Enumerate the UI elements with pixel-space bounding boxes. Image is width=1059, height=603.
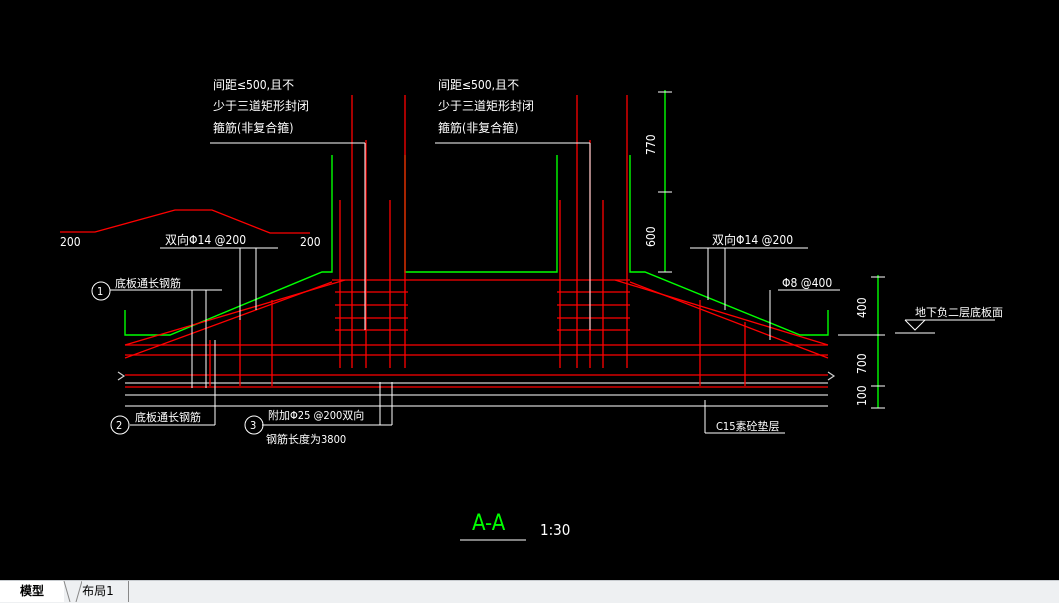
dim-700: 700 — [855, 353, 869, 374]
dim-100: 100 — [855, 385, 869, 406]
marker-3: 3 — [250, 419, 256, 432]
slab-lines — [117, 371, 836, 407]
label-3-line2: 钢筋长度为3800 — [266, 432, 346, 446]
stirrup-note-right-1: 间距≤500,且不 — [438, 78, 519, 92]
dim-600: 600 — [644, 226, 658, 247]
marker-circle-1 — [91, 281, 111, 301]
center-pit-outline — [404, 155, 558, 273]
tab-layout1[interactable]: 布局1 — [68, 581, 129, 602]
section-drawing: 间距≤500,且不 少于三道矩形封闭 箍筋(非复合箍) 间距≤500,且不 少于… — [60, 78, 1003, 541]
left-pit-outline — [124, 155, 333, 336]
right-pit-outline — [629, 155, 829, 336]
label-2-text: 底板通长钢筋 — [135, 410, 201, 424]
stirrup-note-right-2: 少于三道矩形封闭 — [438, 99, 534, 113]
tab-model[interactable]: 模型 — [0, 581, 64, 602]
stirrup-note-left-1: 间距≤500,且不 — [213, 78, 294, 92]
marker-circle-3 — [244, 415, 264, 435]
dim-400: 400 — [855, 297, 869, 318]
leader-lines — [91, 91, 995, 541]
section-scale: 1:30 — [540, 521, 570, 539]
dim-left-200a: 200 — [60, 235, 81, 249]
cushion-label: C15素砼垫层 — [716, 419, 780, 433]
stirrup-note-left-2: 少于三道矩形封闭 — [213, 99, 309, 113]
slope-rebar-left-label: 双向Φ14 @200 — [165, 232, 246, 247]
label-1-text: 底板通长钢筋 — [115, 276, 181, 290]
slope-rebar-right-label: 双向Φ14 @200 — [712, 232, 793, 247]
marker-2: 2 — [116, 419, 122, 432]
rebar-lines — [60, 95, 829, 388]
drawing-canvas[interactable]: 间距≤500,且不 少于三道矩形封闭 箍筋(非复合箍) 间距≤500,且不 少于… — [0, 0, 1059, 580]
label-3-line1: 附加Φ25 @200双向 — [268, 408, 364, 422]
section-title: A-A — [472, 511, 506, 536]
concrete-outline — [124, 90, 879, 408]
dim-770: 770 — [644, 134, 658, 155]
tab-divider-icon — [63, 581, 82, 602]
top-rebar-label: Φ8 @400 — [782, 276, 832, 290]
marker-1: 1 — [97, 285, 103, 298]
dim-left-200b: 200 — [300, 235, 321, 249]
marker-circle-2 — [110, 415, 130, 435]
layout-tab-bar: 模型 布局1 — [0, 580, 1059, 603]
stirrup-note-right-3: 箍筋(非复合箍) — [438, 120, 518, 135]
stirrup-note-left-3: 箍筋(非复合箍) — [213, 120, 293, 135]
floor-ref-label: 地下负二层底板面 — [915, 305, 1003, 319]
